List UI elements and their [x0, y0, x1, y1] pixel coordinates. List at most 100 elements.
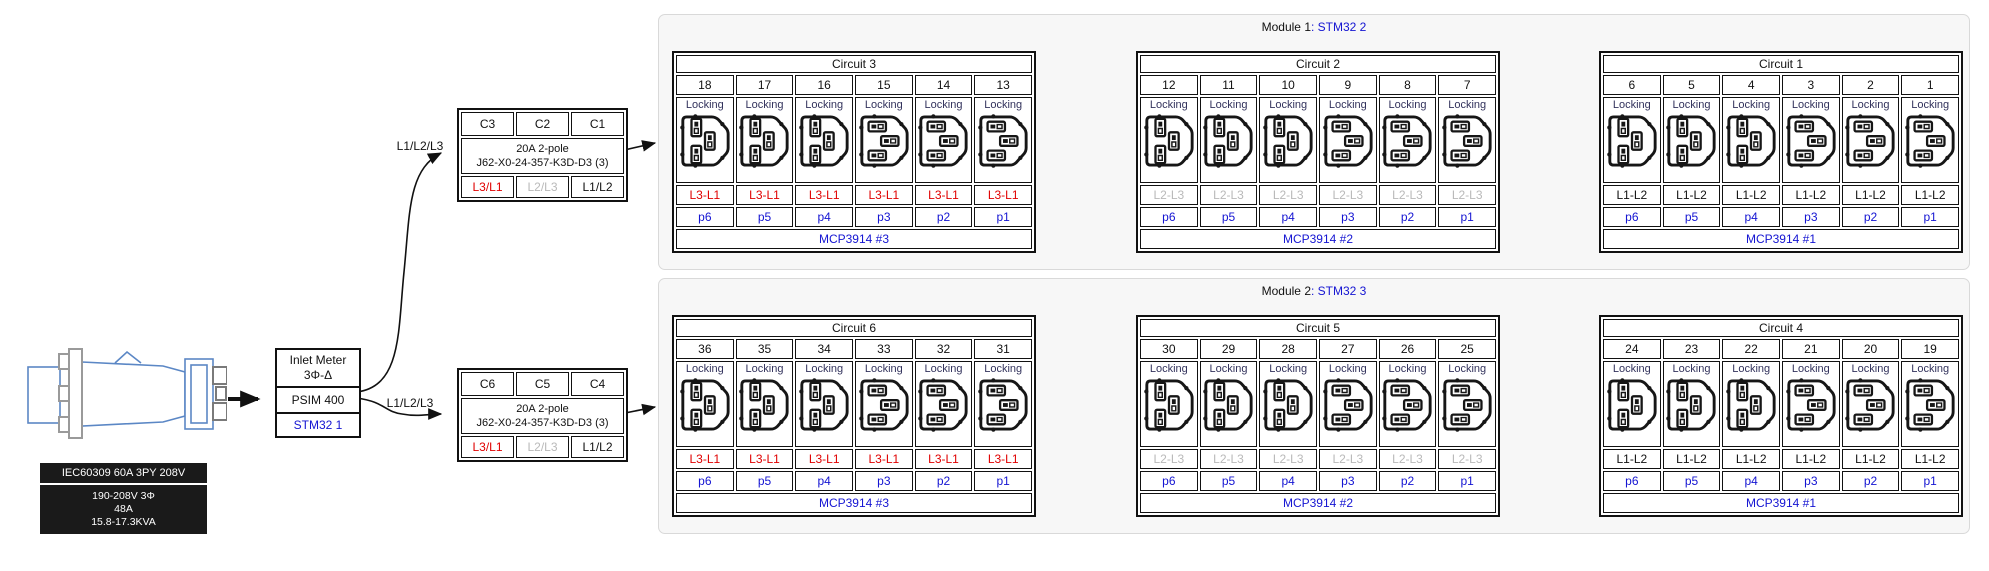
receptacle-number: 34 [795, 339, 853, 359]
outlet-type-label: Locking [924, 363, 963, 375]
adc-port-label: p4 [795, 471, 853, 491]
breaker-phase-cell: L2/L3 [516, 176, 569, 198]
inlet-meter-mcu: STM32 1 [293, 418, 343, 432]
adc-port-label: p5 [1199, 207, 1258, 227]
iec-c13-locking-outlet-icon [1442, 114, 1492, 168]
phase-pair-label: L1-L2 [1901, 449, 1959, 469]
outlet-type-label: Locking [1612, 363, 1651, 375]
receptacle-number: 19 [1901, 339, 1959, 359]
outlet-type-label: Locking [1448, 363, 1487, 375]
receptacle-number: 36 [676, 339, 734, 359]
outlet-cell: Locking [1319, 361, 1377, 447]
adc-port-label: p2 [914, 207, 973, 227]
breaker-part-number: J62-X0-24-357-K3D-D3 (3) [476, 417, 609, 429]
phase-pair-label: L2-L3 [1259, 185, 1317, 205]
adc-port-label: p1 [1901, 207, 1959, 227]
inlet-meter-name: Inlet Meter 3Φ-Δ [277, 350, 359, 388]
receptacle-number: 35 [735, 339, 794, 359]
breaker-phase-cell: L3/L1 [461, 176, 514, 198]
circuit-title: Circuit 4 [1603, 319, 1959, 337]
iec-c13-locking-outlet-icon [739, 378, 790, 432]
outlet-cell: Locking [1438, 97, 1496, 183]
iec-c13-locking-outlet-icon [1845, 114, 1896, 168]
phase-pair-label: L2-L3 [1319, 449, 1377, 469]
iec-c13-locking-outlet-icon [859, 114, 909, 168]
adc-port-label: p4 [1722, 471, 1780, 491]
receptacle-number: 18 [676, 75, 734, 95]
iec-c13-locking-outlet-icon [799, 378, 849, 432]
adc-label: MCP3914 #3 [676, 493, 1032, 513]
iec-c13-locking-outlet-icon [739, 114, 790, 168]
iec-c13-locking-outlet-icon [1726, 378, 1776, 432]
outlet-type-label: Locking [1911, 363, 1950, 375]
outlet-type-label: Locking [1328, 363, 1367, 375]
outlet-type-label: Locking [984, 99, 1023, 111]
adc-port-label: p2 [1378, 471, 1437, 491]
outlet-type-label: Locking [745, 99, 784, 111]
outlet-type-label: Locking [1269, 99, 1308, 111]
outlet-type-label: Locking [1149, 99, 1188, 111]
adc-port-label: p5 [735, 207, 794, 227]
breaker-phase-cell: L2/L3 [516, 436, 569, 458]
adc-port-label: p2 [1841, 207, 1900, 227]
iec-c13-locking-outlet-icon [1323, 378, 1373, 432]
receptacle-number: 24 [1603, 339, 1661, 359]
iec-c13-locking-outlet-icon [1382, 378, 1433, 432]
iec-c13-locking-outlet-icon [1203, 378, 1254, 432]
iec-c13-locking-outlet-icon [1144, 114, 1194, 168]
iec-c13-locking-outlet-icon [1726, 114, 1776, 168]
adc-port-label: p1 [974, 471, 1032, 491]
outlet-cell: Locking [1140, 97, 1198, 183]
receptacle-number: 4 [1722, 75, 1780, 95]
module-mcu: : STM32 2 [1311, 20, 1367, 34]
receptacle-number: 31 [974, 339, 1032, 359]
iec-c13-locking-outlet-icon [1905, 114, 1955, 168]
circuit-title: Circuit 2 [1140, 55, 1496, 73]
phase-pair-label: L1-L2 [1782, 185, 1840, 205]
adc-port-label: p6 [1140, 207, 1198, 227]
iec-c13-locking-outlet-icon [680, 114, 730, 168]
iec-c13-locking-outlet-icon [1786, 378, 1836, 432]
circuit-title: Circuit 3 [676, 55, 1032, 73]
outlet-cell: Locking [1841, 97, 1900, 183]
iec-c13-locking-outlet-icon [1905, 378, 1955, 432]
inlet-meter-name-line2: 3Φ-Δ [303, 368, 333, 382]
outlet-type-label: Locking [1612, 99, 1651, 111]
adc-port-label: p5 [1199, 471, 1258, 491]
outlet-cell: Locking [1199, 361, 1258, 447]
receptacle-number: 8 [1378, 75, 1437, 95]
outlet-type-label: Locking [1328, 99, 1367, 111]
receptacle-number: 22 [1722, 339, 1780, 359]
outlet-type-label: Locking [1388, 363, 1427, 375]
feed-phases-label-bottom: L1/L2/L3 [386, 396, 434, 410]
adc-port-label: p3 [1319, 471, 1377, 491]
outlet-cell: Locking [1603, 97, 1661, 183]
phase-pair-label: L1-L2 [1782, 449, 1840, 469]
outlet-type-label: Locking [685, 99, 724, 111]
outlet-type-label: Locking [1209, 99, 1248, 111]
phase-pair-label: L3-L1 [795, 449, 853, 469]
outlet-type-label: Locking [1149, 363, 1188, 375]
iec-c13-locking-outlet-icon [1666, 114, 1717, 168]
phase-pair-label: L2-L3 [1378, 185, 1437, 205]
outlet-type-label: Locking [1672, 363, 1711, 375]
adc-label: MCP3914 #2 [1140, 493, 1496, 513]
adc-port-label: p6 [1603, 207, 1661, 227]
adc-label: MCP3914 #1 [1603, 493, 1959, 513]
breaker-id-cell: C2 [516, 112, 569, 136]
adc-port-label: p2 [1841, 471, 1900, 491]
outlet-cell: Locking [1841, 361, 1900, 447]
outlet-cell: Locking [1901, 361, 1959, 447]
receptacle-number: 29 [1199, 339, 1258, 359]
outlet-type-label: Locking [745, 363, 784, 375]
outlet-cell: Locking [1378, 97, 1437, 183]
phase-pair-label: L1-L2 [1662, 449, 1721, 469]
phase-pair-label: L1-L2 [1662, 185, 1721, 205]
outlet-cell: Locking [914, 361, 973, 447]
